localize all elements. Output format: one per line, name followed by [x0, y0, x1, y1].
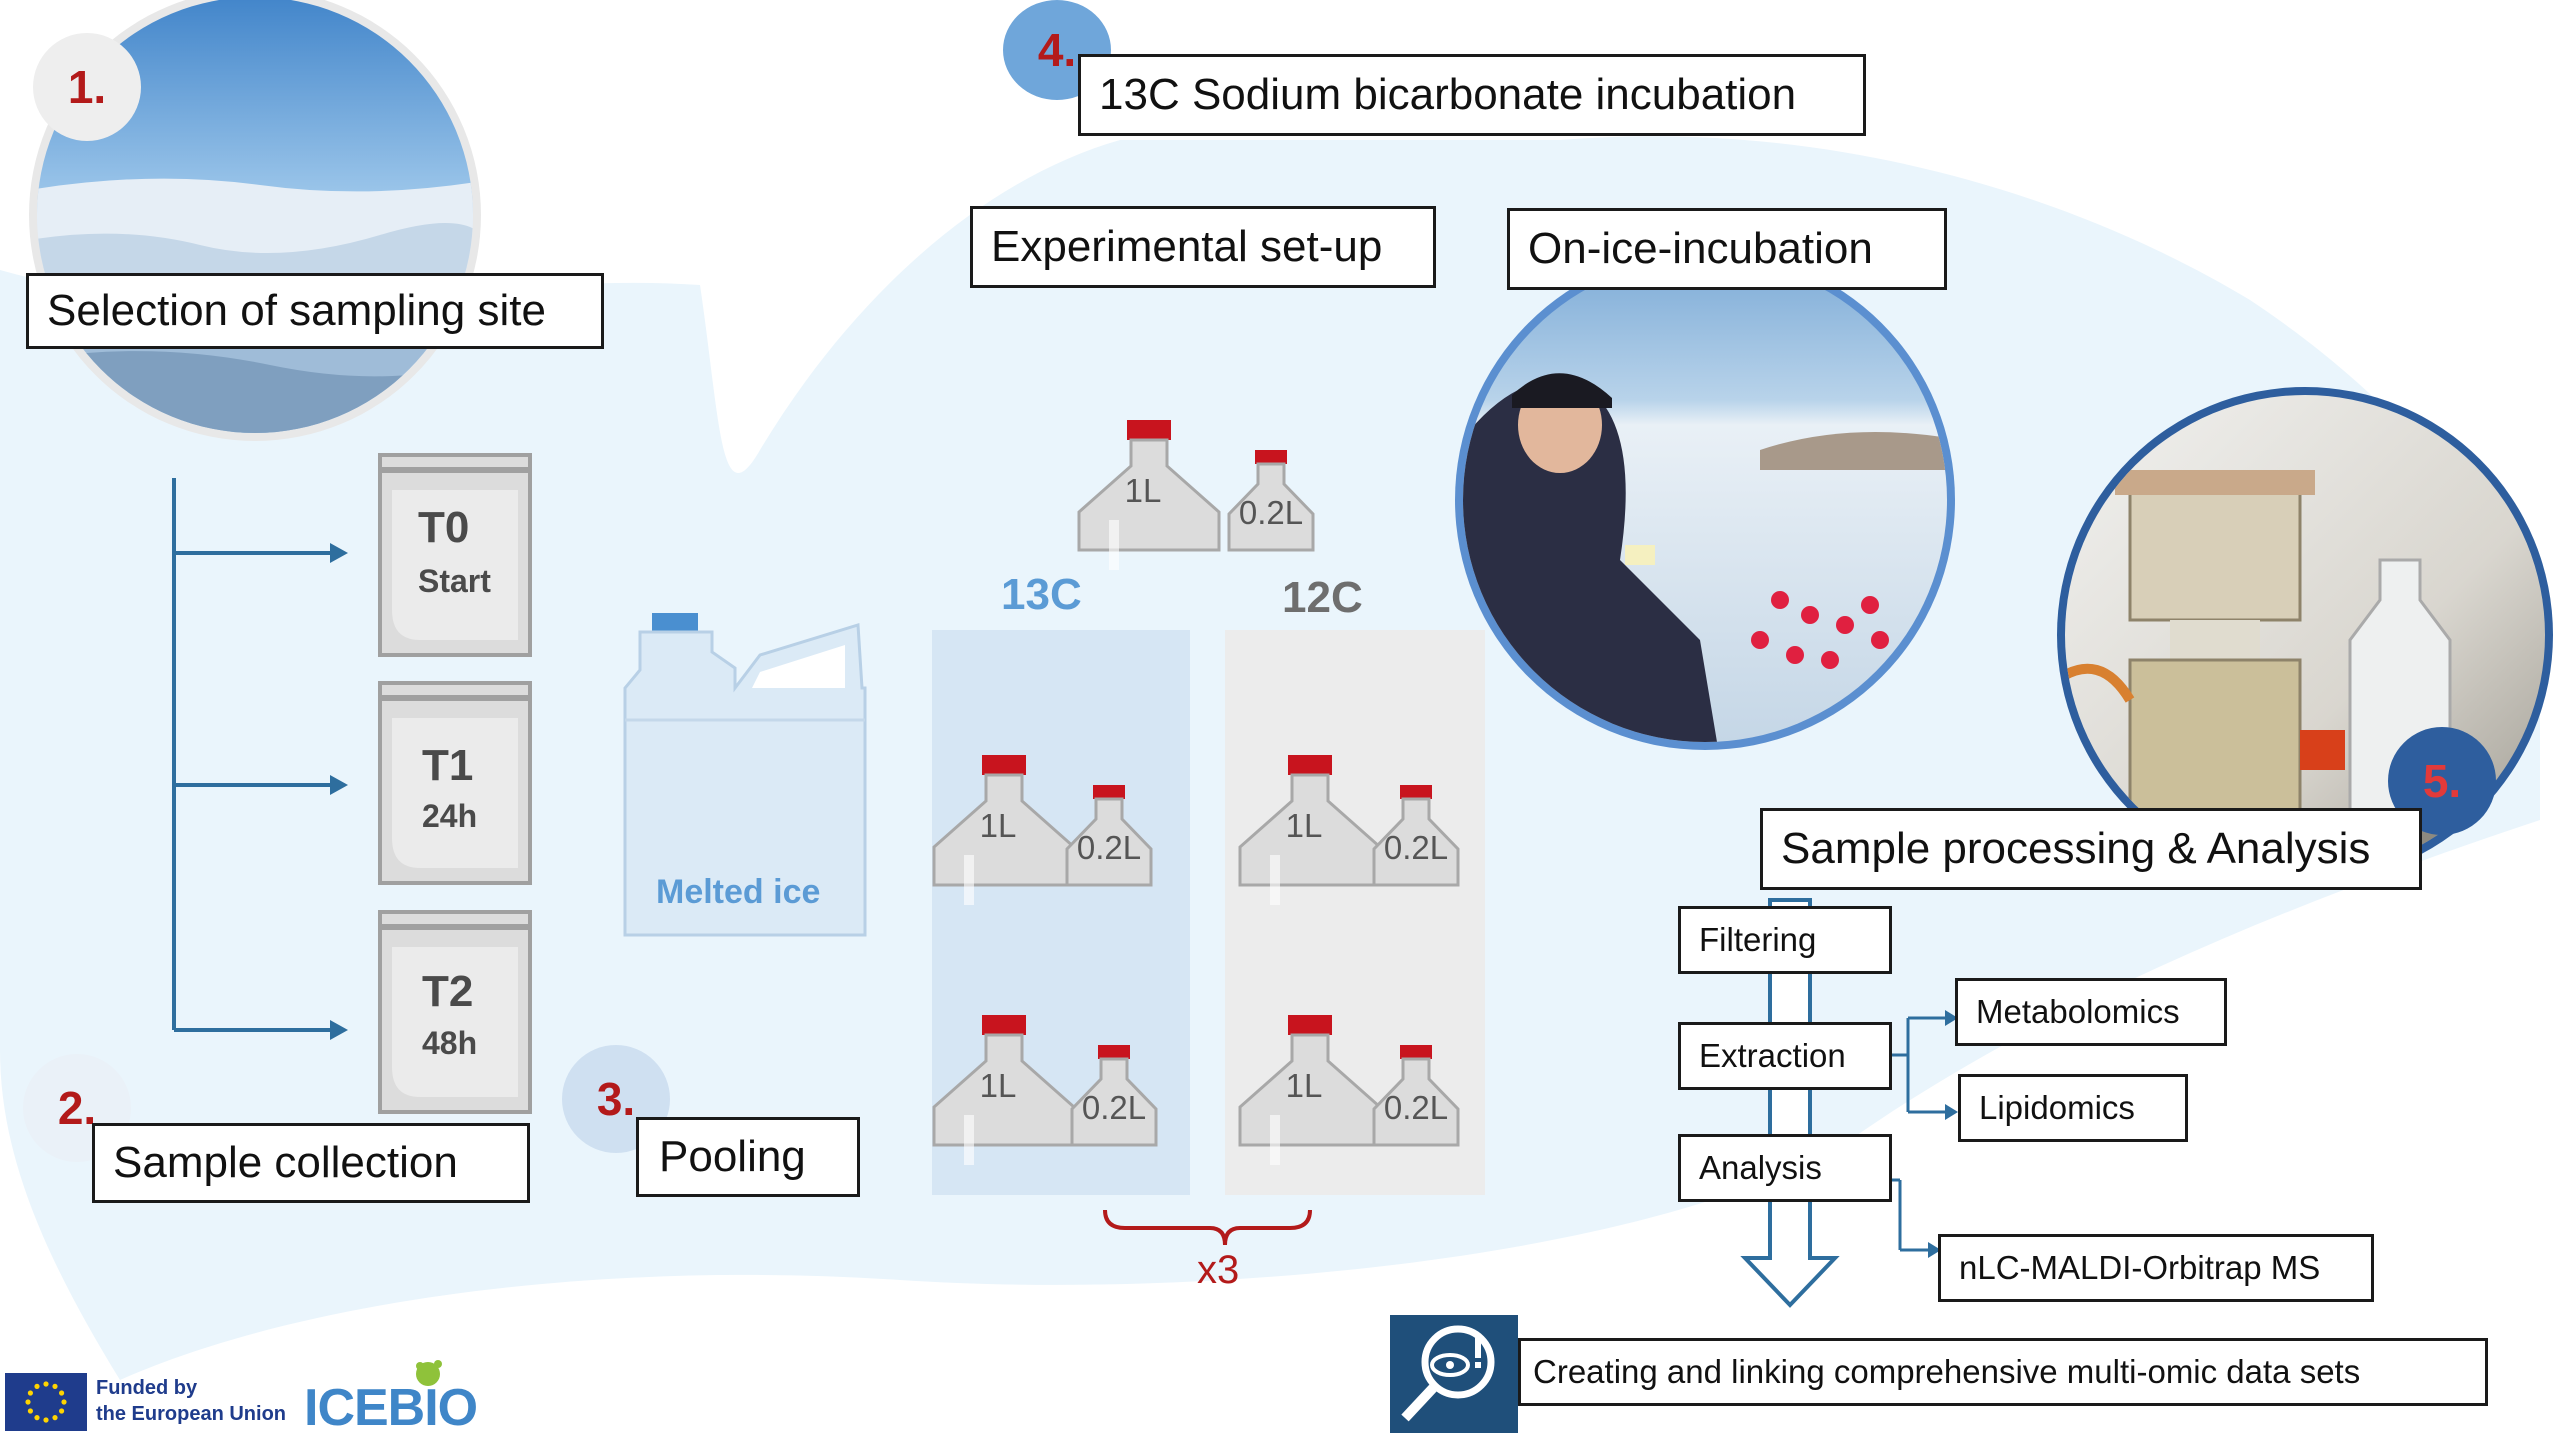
melted-ice-label: Melted ice: [656, 873, 821, 911]
setup-bottle-1l: 1L: [1077, 418, 1221, 572]
t0-label: T0: [418, 503, 470, 552]
13c-bottle-0.2l-b: 0.2L: [1070, 1043, 1158, 1147]
setup-bottle-1l-label: 1L: [1125, 472, 1162, 509]
13c-bottle-0.2l-a: 0.2L: [1065, 783, 1153, 887]
icebio-wordmark: ICEBIO: [304, 1379, 478, 1437]
analysis-box: Analysis: [1678, 1134, 1892, 1202]
ms-box: nLC-MALDI-Orbitrap MS: [1938, 1234, 2374, 1302]
12c-bottle-1l-b-label: 1L: [1286, 1067, 1323, 1104]
setup-bottle-0.2l-label: 0.2L: [1239, 494, 1303, 531]
12c-bottle-1l-a: 1L: [1238, 753, 1382, 907]
sample-bag-t0: [378, 453, 532, 657]
branch-arrowheads: [330, 543, 348, 1040]
on-ice-incubation-title: On-ice-incubation: [1507, 208, 1947, 290]
replicate-brace: [1103, 1209, 1312, 1246]
eu-star: [43, 1417, 49, 1423]
outcome-box: Creating and linking comprehensive multi…: [1518, 1338, 2488, 1406]
eu-star: [52, 1383, 58, 1389]
metabolomics-box: Metabolomics: [1955, 978, 2227, 1046]
eu-star: [27, 1390, 33, 1396]
eu-star: [34, 1415, 40, 1421]
bottles: 1L 0.2L 1L 0.2L 1L 0.2L 1L 0.2L 1L 0.2L: [932, 418, 1460, 1167]
eu-star: [27, 1408, 33, 1414]
extraction-branches: [1892, 1016, 1945, 1252]
12c-bottle-1l-a-label: 1L: [1286, 807, 1323, 844]
13c-bottle-0.2l-a-label: 0.2L: [1077, 829, 1141, 866]
eu-star: [59, 1390, 65, 1396]
icebio-logo: [416, 1360, 442, 1386]
step-2-badge: 2.: [23, 1054, 131, 1162]
step-5-title: Sample processing & Analysis: [1760, 808, 2422, 890]
eu-star: [52, 1415, 58, 1421]
eu-star: [59, 1408, 65, 1414]
12c-bottle-0.2l-a: 0.2L: [1372, 783, 1460, 887]
t1-label: T1: [422, 741, 474, 790]
13c-bottle-1l-b: 1L: [932, 1013, 1076, 1167]
12c-bottle-0.2l-a-label: 0.2L: [1384, 829, 1448, 866]
step-3-title: Pooling: [636, 1117, 860, 1197]
melted-ice-canister: [623, 613, 867, 937]
extraction-arrowheads: [1928, 1010, 1958, 1258]
13c-bottle-0.2l-b-label: 0.2L: [1082, 1089, 1146, 1126]
eu-star: [34, 1383, 40, 1389]
eu-star: [61, 1399, 67, 1405]
replicates-label: x3: [1197, 1248, 1240, 1292]
group-12c-label: 12C: [1282, 573, 1363, 622]
lipidomics-box: Lipidomics: [1958, 1074, 2188, 1142]
collection-branches: [172, 478, 330, 1032]
funding-line-1: Funded by: [96, 1377, 198, 1399]
12c-bottle-0.2l-b-label: 0.2L: [1384, 1089, 1448, 1126]
step-1-title: Selection of sampling site: [26, 273, 604, 349]
sample-bag-t2: [378, 910, 532, 1114]
step-4-badge: 4.: [1003, 0, 1111, 100]
filtering-box: Filtering: [1678, 906, 1892, 974]
magnifier-insight-icon: [1390, 1315, 1518, 1433]
t1-sub: 24h: [422, 798, 478, 834]
t0-sub: Start: [418, 563, 491, 599]
13c-bottle-1l-a-label: 1L: [980, 807, 1017, 844]
setup-bottle-0.2l: 0.2L: [1227, 448, 1315, 552]
step-3-badge: 3.: [562, 1045, 670, 1153]
step-4-title: 13C Sodium bicarbonate incubation: [1078, 54, 1866, 136]
funding-line-2: the European Union: [96, 1403, 286, 1425]
13c-bottle-1l-a: 1L: [932, 753, 1076, 907]
sample-bag-t1: [378, 681, 532, 885]
t2-label: T2: [422, 967, 474, 1016]
eu-star: [43, 1381, 49, 1387]
12c-bottle-0.2l-b: 0.2L: [1372, 1043, 1460, 1147]
step-1-badge: 1.: [33, 33, 141, 141]
on-ice-incubation-photo: [1455, 250, 1955, 750]
eu-star: [25, 1399, 31, 1405]
step-2-title: Sample collection: [92, 1123, 530, 1203]
t2-sub: 48h: [422, 1025, 478, 1061]
12c-bottle-1l-b: 1L: [1238, 1013, 1382, 1167]
extraction-box: Extraction: [1678, 1022, 1892, 1090]
group-13c-label: 13C: [1001, 570, 1082, 619]
eu-flag-icon: [5, 1373, 87, 1431]
13c-bottle-1l-b-label: 1L: [980, 1067, 1017, 1104]
experimental-setup-title: Experimental set-up: [970, 206, 1436, 288]
